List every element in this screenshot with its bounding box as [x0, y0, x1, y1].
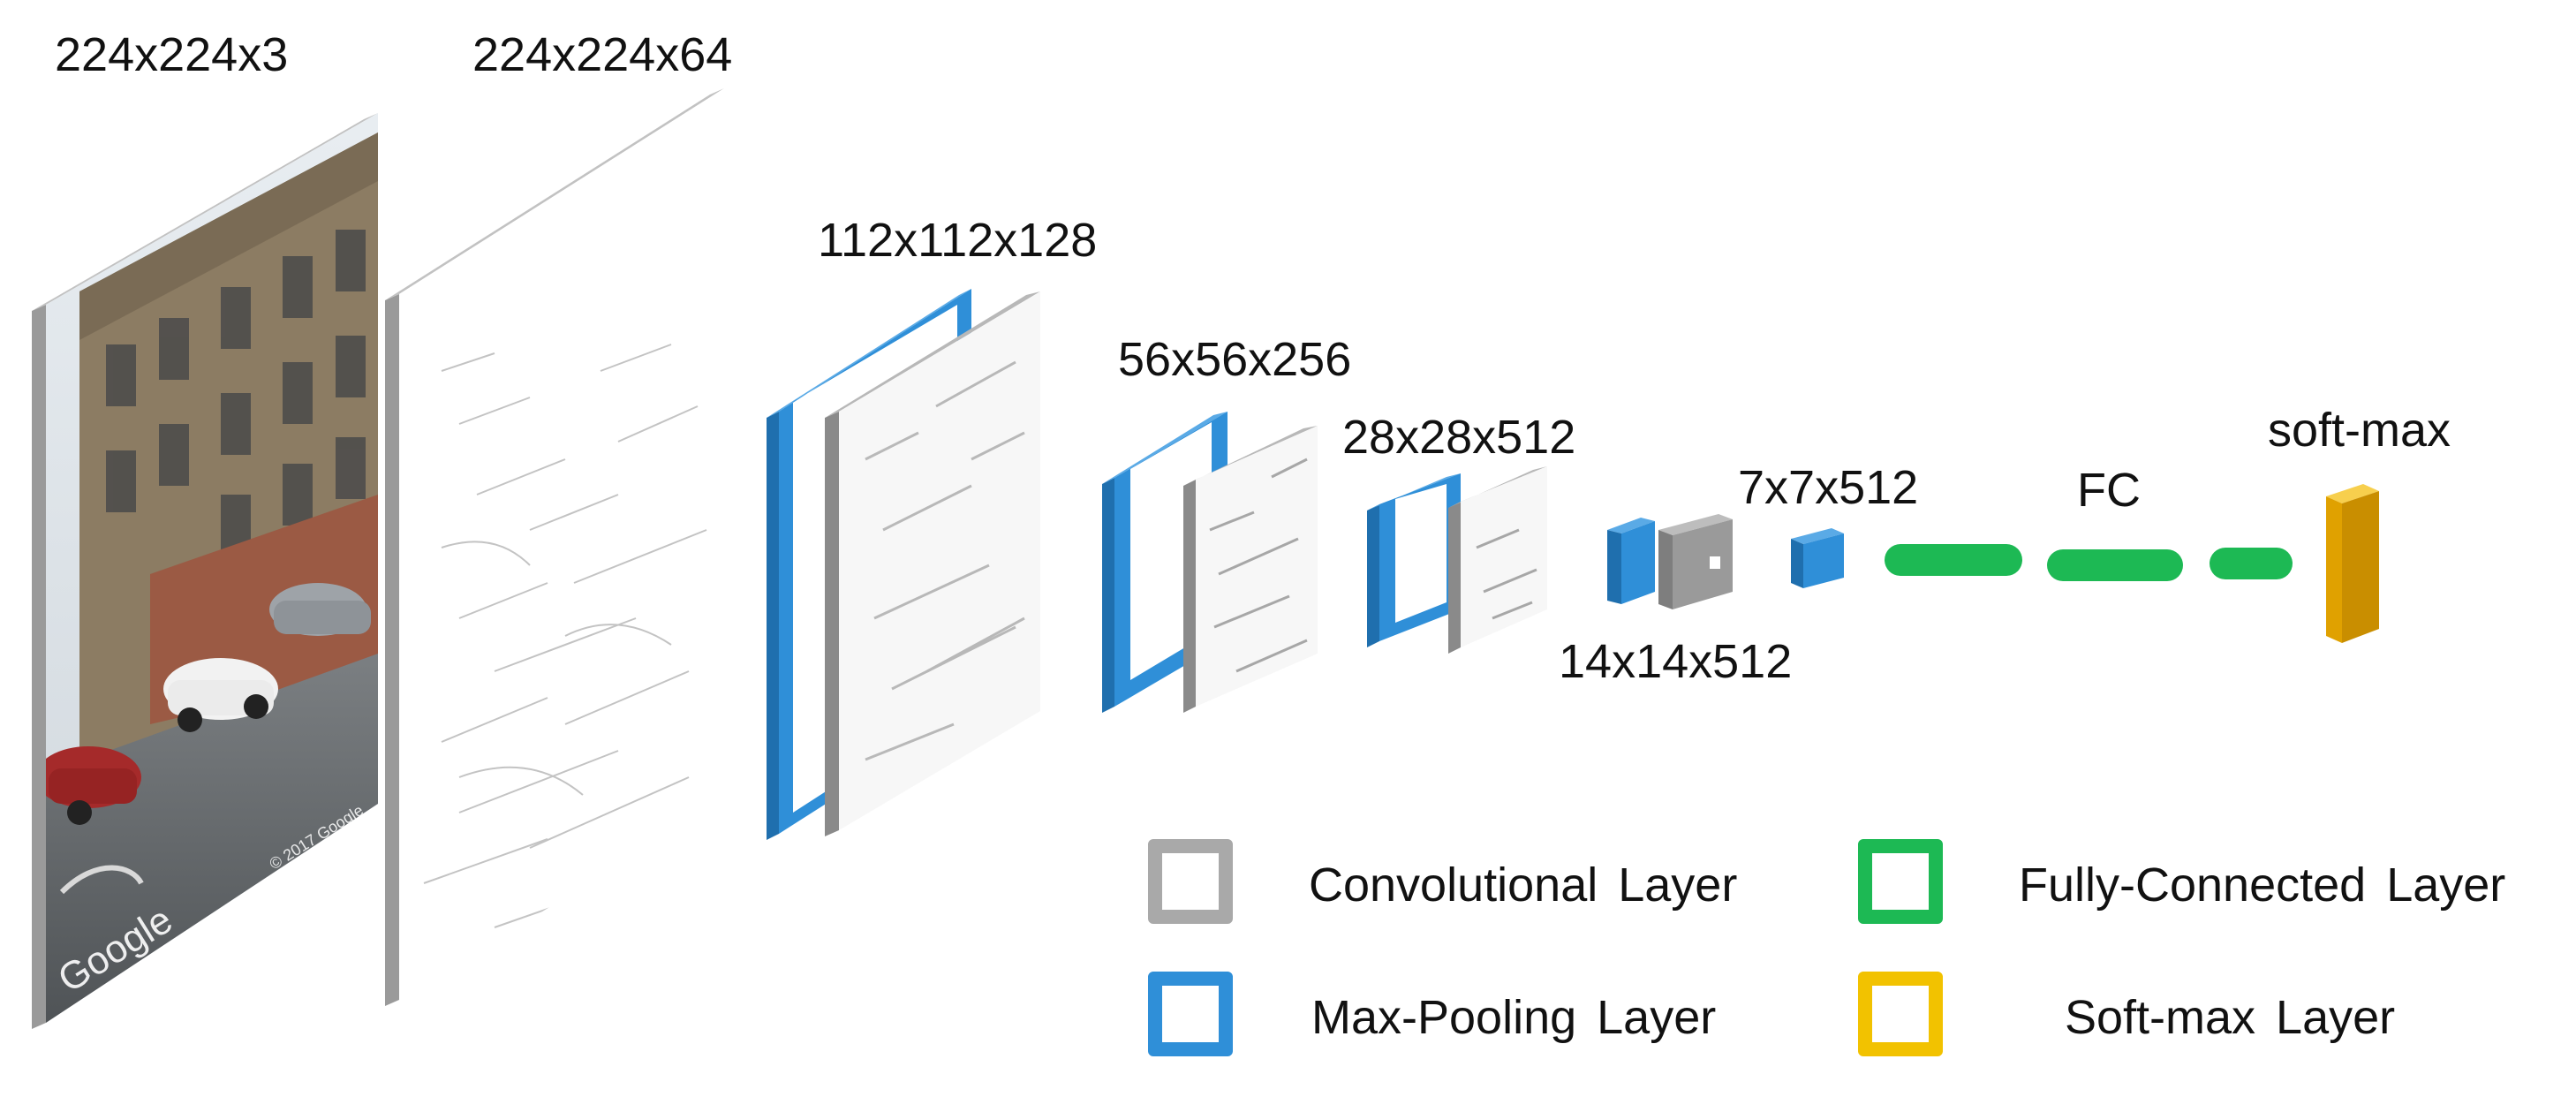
block4-layer: [1367, 466, 1547, 654]
input-image-layer: Google © 2017 Google: [32, 113, 378, 1029]
block5-conv-detail: [1710, 556, 1720, 569]
block3-pool-top: [1102, 412, 1228, 484]
fc-layer-2: [2047, 549, 2183, 581]
block3-pool-side: [1102, 478, 1114, 713]
block2-conv-side: [825, 412, 839, 836]
block5-conv-side: [1658, 530, 1673, 609]
block3-layer: [1102, 412, 1318, 713]
block2-conv-top: [825, 291, 1040, 418]
legend-label-conv: Convolutional Layer: [1309, 859, 1738, 912]
input-slab-top: [32, 113, 378, 311]
softmax-face: [2326, 496, 2342, 643]
conv1-top: [385, 88, 724, 300]
conv1-face: [399, 88, 724, 1000]
softmax-side: [2342, 491, 2379, 643]
fc-layer-1: [1885, 544, 2022, 576]
label-conv1-dims: 224x224x64: [472, 28, 733, 81]
softmax-layer: [2326, 484, 2379, 643]
block3-pool-frame: [1114, 412, 1228, 707]
block5-conv-face: [1673, 519, 1733, 609]
input-slab-side: [32, 305, 46, 1029]
pool5-top: [1791, 528, 1844, 544]
block4-pool-frame: [1379, 473, 1461, 641]
legend-swatch-softmax: [1858, 972, 1943, 1056]
legend-swatch-fc: [1858, 839, 1943, 924]
fc-layer-3: [2210, 548, 2293, 579]
label-block2-dims: 112x112x128: [818, 214, 1098, 267]
legend-label-fc: Fully-Connected Layer: [2019, 859, 2506, 912]
block5-pool-top: [1607, 518, 1655, 533]
legend-label-softmax: Soft-max Layer: [2065, 991, 2396, 1044]
label-fc: FC: [2077, 464, 2141, 517]
block2-pool-side: [767, 412, 779, 840]
block4-conv-side: [1448, 502, 1461, 654]
block2-layer: [767, 289, 1040, 840]
legend-swatch-conv: [1148, 839, 1233, 924]
label-block3-dims: 56x56x256: [1118, 333, 1352, 386]
block5-layer: [1607, 514, 1733, 609]
block3-conv-face: [1196, 426, 1318, 707]
block2-pool-top: [767, 289, 971, 418]
fc-layers: [1885, 544, 2293, 581]
label-block4-dims: 28x28x512: [1342, 411, 1576, 464]
label-pool5-dims: 7x7x512: [1738, 461, 1919, 514]
label-input-dims: 224x224x3: [55, 28, 289, 81]
block4-pool-side: [1367, 504, 1379, 647]
legend-swatch-pool: [1148, 972, 1233, 1056]
label-block5-dims: 14x14x512: [1559, 635, 1793, 688]
street-photo: [46, 113, 378, 1023]
conv1-feature-map: [385, 88, 724, 1006]
block5-pool-face: [1621, 521, 1655, 604]
pool5-face: [1803, 533, 1844, 588]
pool5-layer: [1791, 528, 1844, 588]
block3-conv-side: [1183, 480, 1196, 713]
label-softmax: soft-max: [2268, 404, 2451, 457]
block4-conv-face: [1461, 466, 1547, 647]
block5-conv-top: [1658, 514, 1733, 535]
conv1-side: [385, 294, 399, 1006]
legend-label-pool: Max-Pooling Layer: [1311, 991, 1717, 1044]
softmax-top: [2326, 484, 2379, 503]
pool5-side: [1791, 539, 1803, 588]
block2-conv-face: [839, 291, 1040, 830]
block5-pool-side: [1607, 530, 1621, 604]
